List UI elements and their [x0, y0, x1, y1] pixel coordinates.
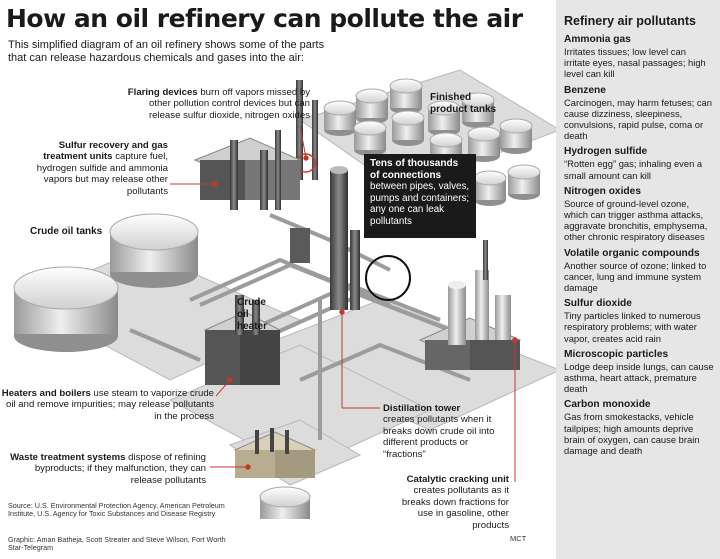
callout-text: creates pollutants as it breaks down fra… [401, 485, 509, 531]
label-finished-tanks: Finished product tanks [430, 92, 497, 115]
callout-text: creates pollutants when it breaks down c… [383, 414, 495, 460]
callout-text: use steam to vaporize crude oil and remo… [6, 388, 214, 422]
pollutant-name: Sulfur dioxide [564, 298, 632, 310]
label-crude-heater: Crude oil heater [237, 297, 268, 332]
flare-stack [296, 80, 318, 180]
pollutant-desc: Tiny particles linked to numerous respir… [564, 310, 701, 344]
callout-term: Waste treatment systems [10, 452, 126, 463]
pollutant-desc: Carcinogen, may harm fetuses; can cause … [564, 96, 712, 142]
pollutant-desc: Another source of ozone; linked to cance… [564, 259, 707, 294]
pollutant-name: Ammonia gas [564, 34, 631, 45]
crude-oil-tank [109, 213, 199, 288]
pollutant-desc: Gas from smokestacks, vehicle tailpipes;… [564, 411, 700, 457]
crude-oil-heater [203, 295, 282, 385]
pollutant-name: Microscopic particles [564, 348, 669, 360]
mct-credit: MCT [510, 534, 527, 543]
callout-sulfur: Sulfur recovery and gas treatment units … [36, 140, 168, 197]
page-title: How an oil refinery can pollute the air [6, 4, 523, 33]
leader-lines [170, 125, 518, 482]
pollutant-desc: Irritates tissues; low level can irritat… [564, 46, 706, 80]
pollutant-desc: Lodge deep inside lungs, can cause asthm… [564, 360, 714, 395]
pollutant-name: Nitrogen oxides [564, 185, 641, 197]
callout-waste: Waste treatment systems dispose of refin… [6, 452, 206, 486]
pollutant-name: Benzene [564, 84, 606, 96]
callout-heaters: Heaters and boilers use steam to vaporiz… [0, 388, 214, 422]
catalytic-cracking-unit [418, 240, 522, 370]
pollutant-name: Hydrogen sulfide [564, 146, 648, 158]
callout-term: Flaring devices [127, 87, 198, 98]
label-crude-tanks: Crude oil tanks [30, 226, 103, 237]
callout-connections: Tens of thousands of connections between… [364, 154, 476, 238]
callout-text: between pipes, valves, pumps and contain… [370, 181, 470, 227]
pollutant-name: Carbon monoxide [564, 399, 651, 411]
callout-catalytic: Catalytic cracking unit creates pollutan… [385, 474, 509, 531]
pollutant-desc: “Rotten egg” gas; inhaling even a small … [564, 158, 703, 181]
source-note: Source: U.S. Environmental Protection Ag… [8, 501, 225, 519]
crude-oil-tank [13, 266, 119, 352]
distillation-tower [330, 166, 360, 310]
callout-term: Sulfur recovery and gas treatment units [43, 140, 168, 163]
pollutant-item: Hydrogen sulfide“Rotten egg” gas; inhali… [564, 146, 714, 180]
waste-treatment-unit [233, 428, 317, 519]
connections-highlight [365, 255, 411, 301]
intro-text: This simplified diagram of an oil refine… [8, 39, 325, 64]
callout-term: Tens of thousands of connections [370, 158, 459, 181]
callout-term: Distillation tower [383, 403, 461, 414]
callout-term: Catalytic cracking unit [406, 474, 509, 485]
callout-text: burn off vapors missed by other pollutio… [148, 87, 310, 121]
graphic-credit: Graphic: Aman Batheja, Scott Streater an… [8, 535, 226, 553]
callout-term: Heaters and boilers [1, 388, 91, 399]
pollutant-desc: Source of ground-level ozone, which can … [564, 197, 708, 243]
callout-text: capture fuel, hydrogen sulfide and ammon… [36, 151, 168, 197]
callout-flaring: Flaring devices burn off vapors missed b… [118, 87, 310, 121]
sidebar-heading: Refinery air pollutants [564, 14, 696, 28]
sulfur-recovery-unit [193, 130, 310, 263]
callout-text: dispose of refining byproducts; if they … [34, 452, 206, 486]
pollutant-name: Volatile organic compounds [564, 247, 700, 259]
